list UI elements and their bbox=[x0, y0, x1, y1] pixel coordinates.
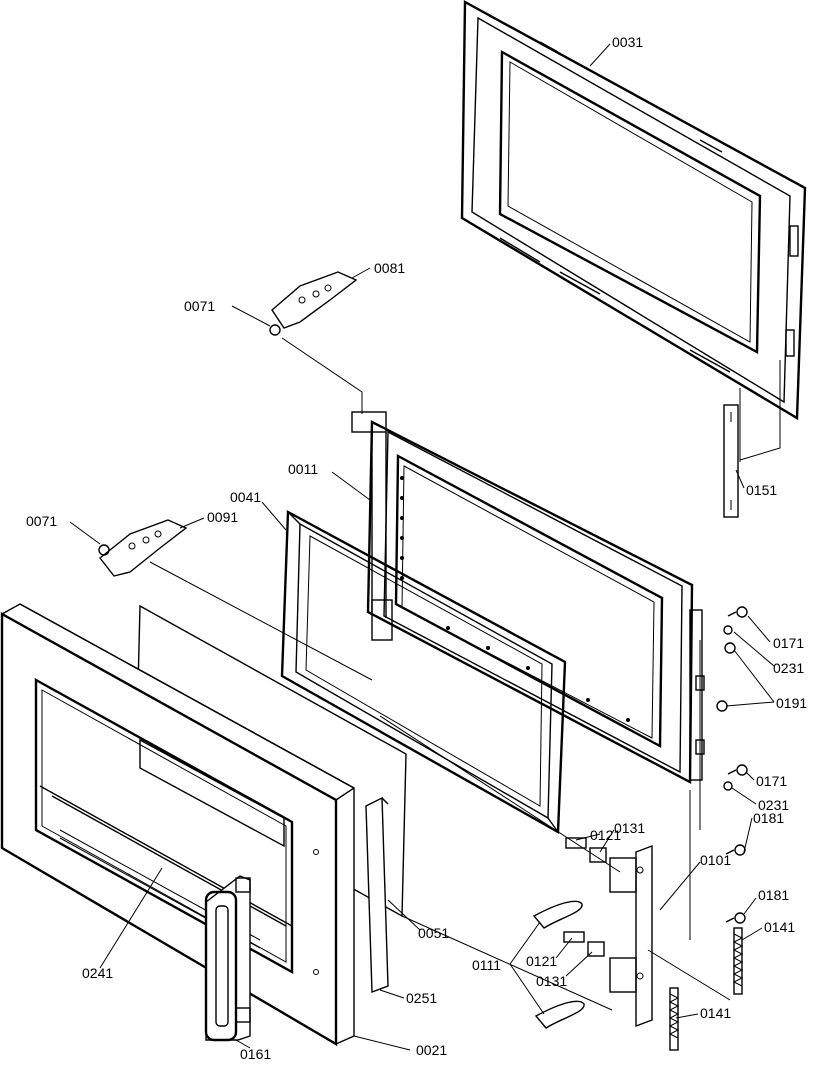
label-0131-bot: 0131 bbox=[536, 973, 567, 989]
label-0021: 0021 bbox=[416, 1042, 447, 1058]
latch-bracket-0101 bbox=[609, 844, 653, 1028]
leader-lines bbox=[69, 43, 775, 1051]
label-0051: 0051 bbox=[418, 925, 449, 941]
latches-0111 bbox=[532, 900, 585, 1029]
door-frame-0011 bbox=[351, 411, 705, 784]
label-0071-left: 0071 bbox=[26, 513, 57, 529]
label-0251: 0251 bbox=[406, 990, 437, 1006]
part-labels: 0031 0081 0071 0011 0041 0071 0091 0151 … bbox=[26, 34, 807, 1062]
label-0031: 0031 bbox=[612, 34, 643, 50]
strip-0151 bbox=[723, 404, 739, 518]
assembly-lines bbox=[149, 337, 781, 1011]
label-0111: 0111 bbox=[472, 957, 501, 973]
label-0151: 0151 bbox=[746, 482, 777, 498]
label-0231-bot: 0231 bbox=[758, 797, 789, 813]
seal-0251 bbox=[365, 796, 389, 993]
label-0011: 0011 bbox=[288, 461, 318, 477]
screws-right bbox=[716, 606, 748, 924]
label-0081: 0081 bbox=[374, 260, 405, 276]
label-0041: 0041 bbox=[230, 489, 261, 505]
label-0161: 0161 bbox=[240, 1046, 271, 1062]
handle-0161 bbox=[204, 875, 251, 1042]
label-0121-bot: 0121 bbox=[526, 953, 557, 969]
label-0101: 0101 bbox=[700, 852, 731, 868]
rear-panel-0031 bbox=[460, 0, 807, 421]
hinge-0081 bbox=[269, 271, 358, 336]
label-0231-top: 0231 bbox=[773, 660, 804, 676]
frame-dots bbox=[400, 476, 630, 722]
label-0241: 0241 bbox=[82, 965, 113, 981]
label-0141-bot: 0141 bbox=[700, 1005, 731, 1021]
springs-0141 bbox=[668, 927, 744, 1051]
label-0191: 0191 bbox=[776, 695, 807, 711]
hinge-0091 bbox=[98, 519, 188, 577]
label-0181-top: 0181 bbox=[753, 810, 784, 826]
label-0181-bot: 0181 bbox=[758, 887, 789, 903]
label-0121-top: 0121 bbox=[590, 827, 621, 843]
label-0171-bot: 0171 bbox=[756, 773, 787, 789]
label-0171-top: 0171 bbox=[773, 635, 804, 651]
label-0141-top: 0141 bbox=[764, 919, 795, 935]
outer-door-0021 bbox=[0, 603, 355, 1047]
choke-frame-0041 bbox=[280, 510, 567, 835]
label-0091: 0091 bbox=[207, 509, 238, 525]
label-0071-top: 0071 bbox=[184, 298, 215, 314]
pins-0121-0131 bbox=[563, 837, 607, 957]
label-0131-top: 0131 bbox=[614, 820, 645, 836]
